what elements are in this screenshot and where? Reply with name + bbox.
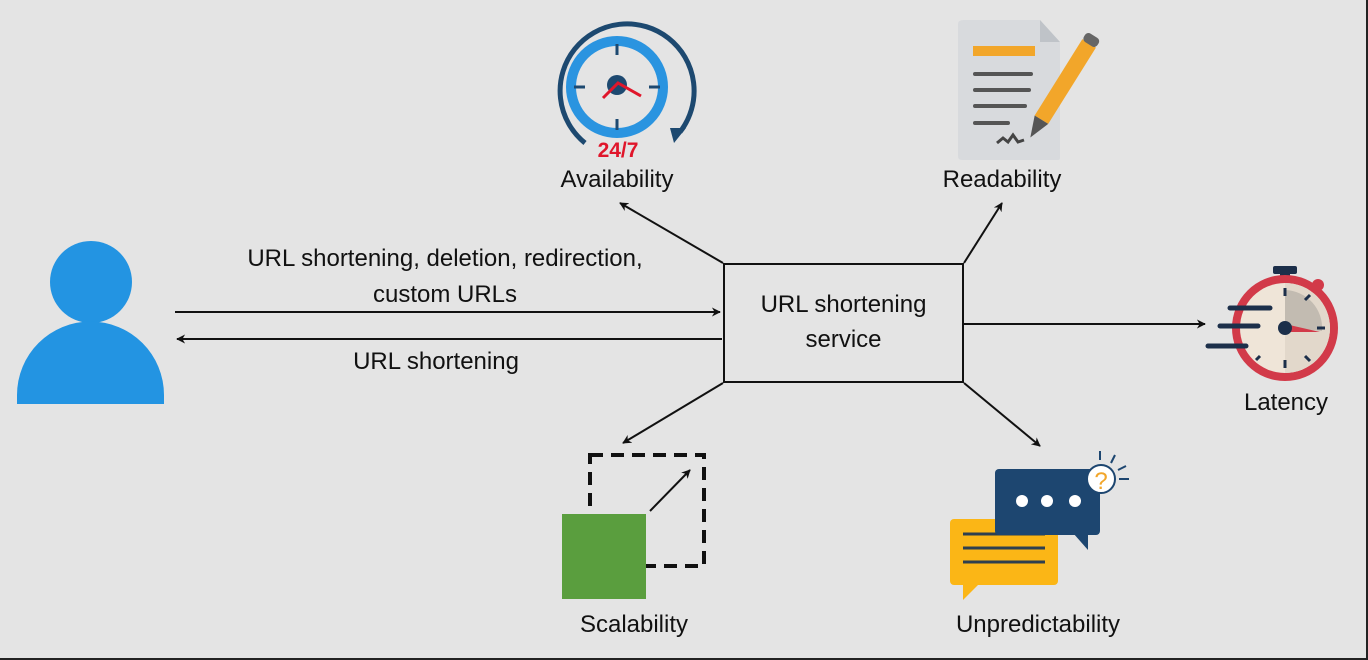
availability-label: Availability: [560, 166, 674, 193]
service-label-line2: service: [805, 326, 882, 353]
scale-box-icon: [562, 453, 706, 599]
arrow-to-readability: [963, 202, 1003, 264]
document-pencil-icon: [958, 20, 1100, 160]
latency-label: Latency: [1243, 389, 1329, 416]
stopwatch-icon: [1205, 266, 1338, 381]
request-label-line1: URL shortening, deletion, redirection,: [247, 245, 643, 272]
request-label-line2: custom URLs: [372, 281, 518, 308]
request-label: URL shortening, deletion, redirection, c…: [190, 241, 700, 313]
url-shortening-service-box: URL shortening service: [723, 263, 964, 383]
arrow-to-availability: [619, 202, 724, 264]
service-label-line1: URL shortening: [760, 291, 927, 319]
svg-text:?: ?: [1094, 468, 1107, 495]
unpredictability-label: Unpredictability: [955, 611, 1121, 638]
arrow-to-scalability: [622, 382, 724, 444]
arrow-to-unpredictability: [963, 382, 1041, 447]
scalability-label: Scalability: [579, 611, 689, 638]
chat-question-icon: ?: [950, 451, 1129, 600]
user-icon: [17, 241, 164, 404]
availability-badge: 24/7: [598, 139, 639, 162]
clock-24-7-icon: [557, 21, 697, 145]
readability-label: Readability: [942, 166, 1062, 193]
response-label: URL shortening: [353, 348, 519, 375]
